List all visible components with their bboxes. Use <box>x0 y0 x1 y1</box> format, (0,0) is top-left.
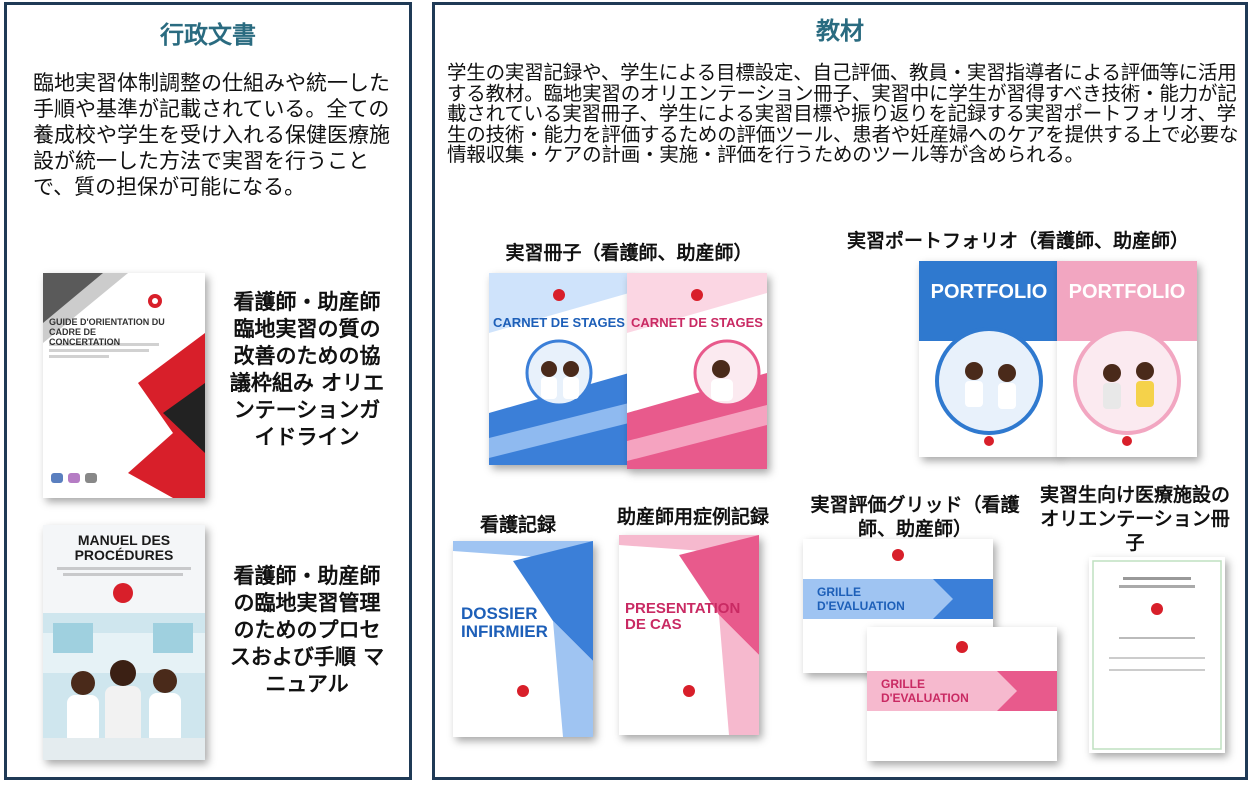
manual-label: 看護師・助産師の臨地実習管理のためのプロセスおよび手順 マニュアル <box>229 564 385 696</box>
panel-description: 臨地実習体制調整の仕組みや統一した手順や基準が記載されている。全ての養成校や学生… <box>33 71 390 199</box>
nursing-record-cover: DOSSIER INFIRMIER <box>453 541 593 737</box>
guide-label: 看護師・助産師臨地実習の質の改善のための協議枠組み オリエンテーションガイドライ… <box>229 290 385 449</box>
teaching-materials-panel: 教材 学生の実習記録や、学生による目標設定、自己評価、教員・実習指導者による評価… <box>432 2 1248 780</box>
guide-cover-title: GUIDE D'ORIENTATION DU CADRE DE CONCERTA… <box>49 317 165 347</box>
guide-cover-image: GUIDE D'ORIENTATION DU CADRE DE CONCERTA… <box>43 273 205 498</box>
panel-title: 教材 <box>816 17 864 45</box>
cover-title: GRILLE D'EVALUATION <box>817 585 905 613</box>
evaluation-grid-midwife-cover: GRILLE D'EVALUATION <box>867 627 1057 761</box>
cover-title: PRESENTATION DE CAS <box>625 600 741 633</box>
internship-booklet-label: 実習冊子（看護師、助産師） <box>505 242 753 264</box>
manual-cover-title: MANUEL DES PROCÉDURES <box>74 532 174 563</box>
cover-title: CARNET DE STAGES <box>493 315 625 330</box>
facility-orientation-cover <box>1089 557 1225 753</box>
cover-title: DOSSIER INFIRMIER <box>461 604 548 641</box>
portfolio-label: 実習ポートフォリオ（看護師、助産師） <box>846 230 1189 252</box>
panel-title: 行政文書 <box>160 21 256 49</box>
internship-booklet-nurse-cover: CARNET DE STAGES <box>489 273 629 465</box>
cover-title: GRILLE D'EVALUATION <box>881 677 969 705</box>
guide-cover-art <box>43 273 205 498</box>
panel-description: 学生の実習記録や、学生による目標設定、自己評価、教員・実習指導者による評価等に活… <box>447 61 1239 166</box>
cover-title: PORTFOLIO <box>930 281 1048 303</box>
cover-title: PORTFOLIO <box>1068 281 1186 303</box>
administrative-documents-panel: 行政文書 臨地実習体制調整の仕組みや統一した手順や基準が記載されている。全ての養… <box>4 2 412 780</box>
midwife-case-record-cover: PRESENTATION DE CAS <box>619 535 759 735</box>
cover-title: CARNET DE STAGES <box>631 315 763 330</box>
manual-cover-image: MANUEL DES PROCÉDURES <box>43 525 205 760</box>
portfolio-nurse-cover: PORTFOLIO <box>919 261 1059 457</box>
nursing-record-label: 看護記録 <box>479 514 556 536</box>
evaluation-grid-label: 実習評価グリッド（看護師、助産師） <box>810 494 1020 540</box>
internship-booklet-midwife-cover: CARNET DE STAGES <box>627 273 767 469</box>
manual-cover-illustration <box>43 613 205 760</box>
portfolio-midwife-cover: PORTFOLIO <box>1057 261 1197 457</box>
facility-orientation-label: 実習生向け医療施設のオリエンテーション冊子 <box>1039 484 1230 554</box>
midwife-case-record-label: 助産師用症例記録 <box>616 506 769 528</box>
